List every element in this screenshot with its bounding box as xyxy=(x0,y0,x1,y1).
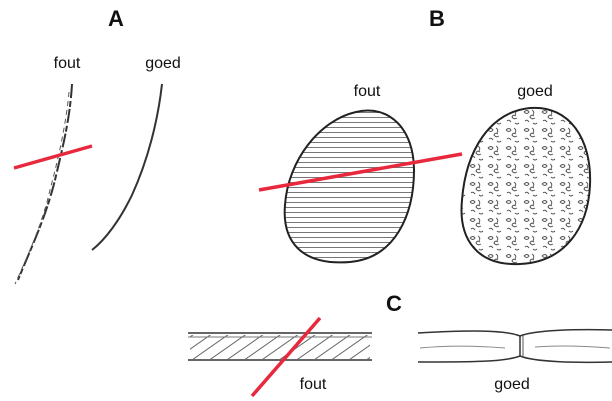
frayed-fibre xyxy=(18,84,72,280)
panel-b-label: B xyxy=(429,6,445,31)
cut-line-a xyxy=(14,146,92,168)
panel-a: A fout goed xyxy=(14,6,181,284)
smooth-fibre xyxy=(92,84,162,250)
jointed-strand xyxy=(418,330,612,363)
panel-c-label: C xyxy=(386,291,402,316)
panel-a-wrong-label: fout xyxy=(54,55,81,72)
panel-b-right-label: goed xyxy=(517,83,553,100)
hatched-strand xyxy=(188,333,372,360)
panel-c: C fout goed xyxy=(188,291,612,396)
panel-c-right-label: goed xyxy=(494,376,530,393)
panel-a-label: A xyxy=(108,6,124,31)
panel-c-wrong-label: fout xyxy=(300,376,327,393)
hatched-cross-section xyxy=(285,111,414,263)
panel-b-wrong-label: fout xyxy=(354,83,381,100)
panel-b: B fout goed xyxy=(259,6,590,264)
speckled-cross-section xyxy=(461,108,590,264)
panel-a-right-label: goed xyxy=(145,55,181,72)
